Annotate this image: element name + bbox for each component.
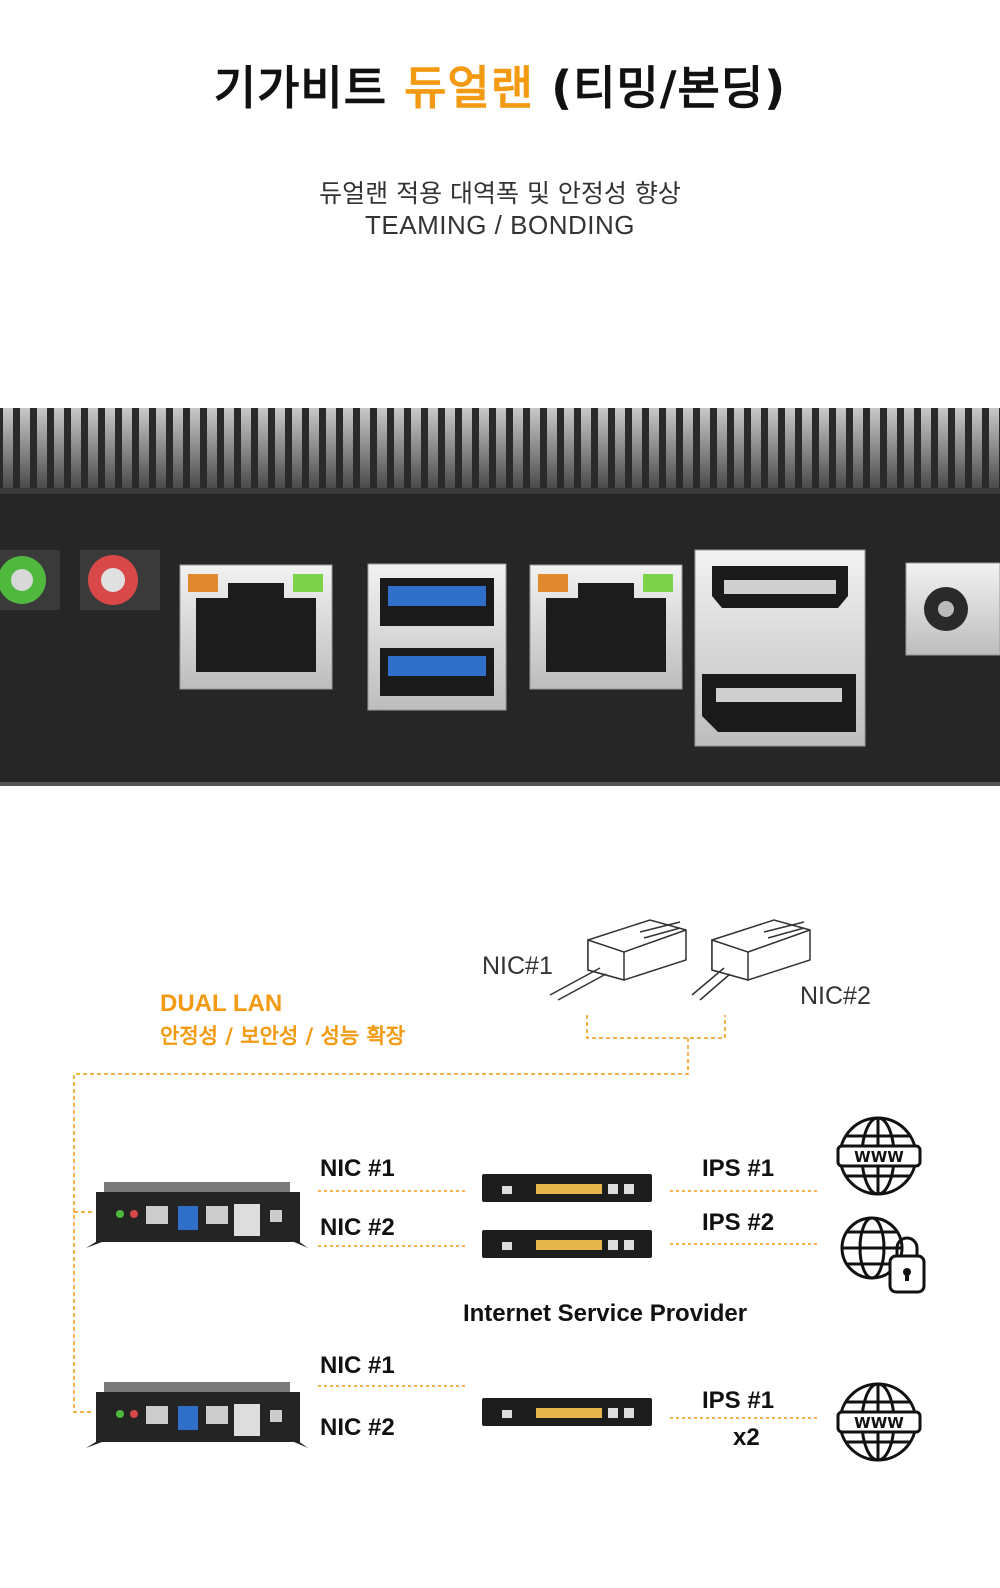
group1-nic2-label: NIC #2: [320, 1214, 395, 1241]
group1-ips2-label: IPS #2: [702, 1209, 775, 1236]
title-part2: (티밍/본딩): [551, 61, 787, 115]
heatsink-fins: [0, 408, 1000, 496]
product-rear-panel-photo: [0, 398, 1000, 798]
group1-nic1-label: NIC #1: [320, 1155, 395, 1182]
group2-multiplier: x2: [733, 1424, 760, 1451]
cable-label-nic1: NIC#1: [482, 952, 553, 980]
rj45-plug-1-icon: [549, 919, 687, 1001]
ethernet-port-1-icon: [179, 564, 333, 690]
dual-lan-benefits: 안정성 / 보안성 / 성능 확장: [160, 1024, 406, 1048]
rj45-plug-2-icon: [691, 919, 811, 1001]
dual-lan-title: DUAL LAN: [160, 990, 283, 1017]
dashed-connectors: [73, 1038, 818, 1419]
router-1-icon: [482, 1174, 652, 1202]
www-text-2: WWW: [854, 1414, 904, 1432]
mini-pc-1-icon: [86, 1182, 308, 1248]
group1-ips1-label: IPS #1: [702, 1155, 775, 1182]
rj45-plugs-illustration: [549, 919, 811, 1039]
group2-nic2-label: NIC #2: [320, 1414, 395, 1441]
title-part1: 기가비트: [213, 61, 388, 115]
audio-jack-red-icon: [80, 550, 160, 610]
audio-jack-green-icon: [0, 550, 60, 610]
globe-www-icon: WWW: [836, 1116, 922, 1196]
mini-pc-2-icon: [86, 1382, 308, 1448]
secure-globe-lock-icon: [840, 1216, 926, 1294]
isp-title: Internet Service Provider: [462, 1300, 748, 1327]
hdmi-displayport-icon: [694, 549, 866, 747]
title-accent: 듀얼랜: [404, 61, 535, 115]
page-title: 기가비트 듀얼랜 (티밍/본딩): [0, 52, 1000, 118]
usb3-ports-icon: [367, 563, 507, 711]
subtitle-korean: 듀얼랜 적용 대역폭 및 안정성 향상: [319, 179, 681, 208]
router-2-icon: [482, 1230, 652, 1258]
www-text: WWW: [854, 1148, 904, 1166]
subtitle-english: TEAMING / BONDING: [365, 210, 635, 240]
ethernet-port-2-icon: [529, 564, 683, 690]
group2-nic1-label: NIC #1: [320, 1352, 395, 1379]
group2-ips1-label: IPS #1: [702, 1387, 775, 1414]
power-jack-icon: [905, 562, 1000, 656]
globe-www-icon-2: WWW: [836, 1382, 922, 1462]
cable-label-nic2: NIC#2: [800, 982, 871, 1010]
router-3-icon: [482, 1398, 652, 1426]
